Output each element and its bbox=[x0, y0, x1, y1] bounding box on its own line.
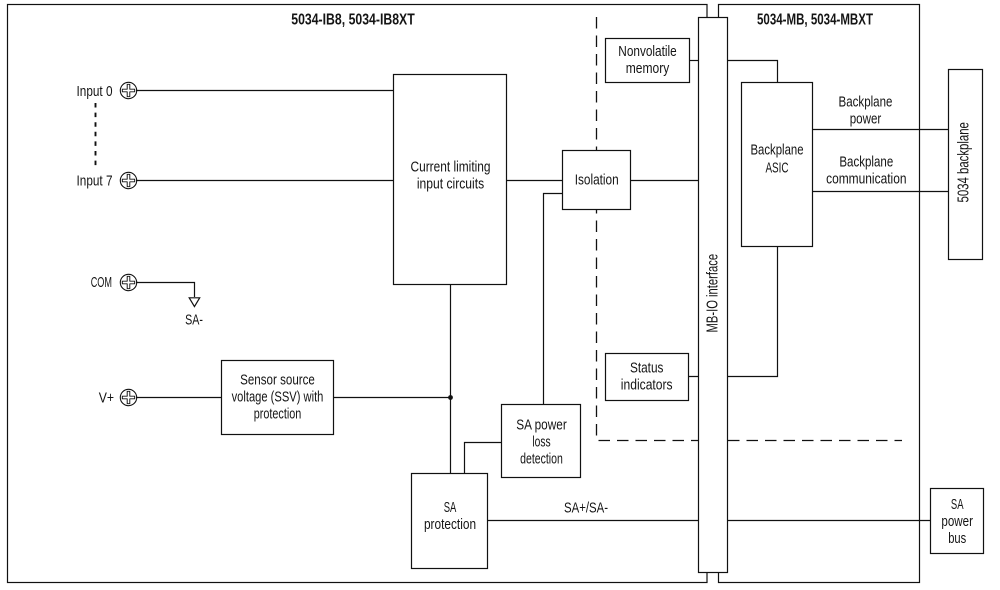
svg-text:memory: memory bbox=[626, 61, 670, 77]
svg-text:voltage (SSV) with: voltage (SSV) with bbox=[232, 389, 324, 405]
svg-text:Backplane: Backplane bbox=[750, 143, 803, 159]
svg-text:loss: loss bbox=[532, 434, 550, 450]
svg-text:5034-IB8, 5034-IB8XT: 5034-IB8, 5034-IB8XT bbox=[291, 12, 415, 29]
svg-text:V+: V+ bbox=[99, 391, 114, 407]
svg-text:detection: detection bbox=[520, 451, 563, 467]
svg-text:Status: Status bbox=[630, 361, 664, 377]
svg-text:protection: protection bbox=[254, 406, 302, 422]
svg-text:power: power bbox=[941, 514, 973, 530]
svg-text:communication: communication bbox=[826, 172, 906, 188]
svg-text:5034 backplane: 5034 backplane bbox=[956, 122, 973, 202]
svg-text:power: power bbox=[850, 112, 882, 128]
svg-text:Backplane: Backplane bbox=[839, 95, 893, 111]
svg-text:bus: bus bbox=[948, 531, 966, 547]
svg-text:Input 0: Input 0 bbox=[77, 84, 113, 100]
svg-text:Sensor source: Sensor source bbox=[240, 372, 315, 388]
svg-text:Isolation: Isolation bbox=[575, 173, 619, 189]
svg-text:Input 7: Input 7 bbox=[77, 174, 113, 190]
svg-text:SA power: SA power bbox=[516, 417, 567, 433]
svg-text:5034-MB, 5034-MBXT: 5034-MB, 5034-MBXT bbox=[757, 12, 873, 29]
svg-text:input circuits: input circuits bbox=[417, 176, 484, 192]
svg-text:SA-: SA- bbox=[185, 313, 203, 329]
svg-text:Nonvolatile: Nonvolatile bbox=[618, 44, 676, 60]
svg-text:SA: SA bbox=[951, 497, 964, 513]
svg-text:Backplane: Backplane bbox=[839, 155, 893, 171]
svg-text:indicators: indicators bbox=[621, 378, 673, 394]
svg-text:Current limiting: Current limiting bbox=[411, 159, 491, 175]
svg-text:MB-IO interface: MB-IO interface bbox=[705, 254, 722, 333]
svg-text:COM: COM bbox=[91, 275, 112, 291]
svg-text:SA+/SA-: SA+/SA- bbox=[564, 501, 608, 517]
svg-text:protection: protection bbox=[424, 517, 476, 533]
svg-text:SA: SA bbox=[444, 500, 457, 516]
svg-text:ASIC: ASIC bbox=[765, 161, 788, 177]
